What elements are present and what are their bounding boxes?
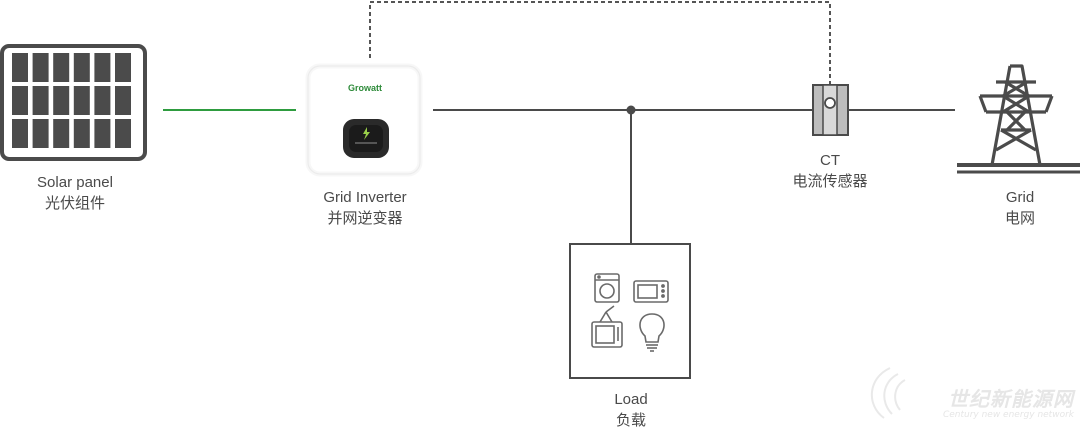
ct-label-en: CT	[820, 152, 840, 169]
watermark: 世纪新能源网 Century new energy network	[943, 383, 1074, 420]
solar-cell	[12, 86, 28, 115]
washing-machine-icon	[594, 273, 620, 303]
solar-cell	[53, 53, 70, 82]
microwave-icon	[633, 280, 669, 303]
watermark-cn: 世纪新能源网	[948, 387, 1074, 411]
solar-cell	[73, 119, 90, 148]
tv-icon	[591, 305, 623, 348]
load-label: Load 负载	[596, 389, 666, 431]
solar-cell	[53, 119, 70, 148]
solar-cell	[73, 53, 90, 82]
solar-cell	[94, 86, 111, 115]
load-label-cn: 负载	[615, 412, 646, 429]
inverter-label: Grid Inverter 并网逆变器	[300, 187, 430, 229]
load-box	[569, 243, 691, 379]
solar-panel-label: Solar panel 光伏组件	[20, 172, 130, 214]
solar-cell	[32, 86, 49, 115]
solar-cell	[115, 53, 131, 82]
ct-sensor-icon	[812, 84, 849, 136]
solar-cell	[94, 119, 111, 148]
solar-panel-icon	[0, 44, 147, 161]
ct-label: CT 电流传感器	[780, 150, 880, 192]
solar-cell	[73, 86, 90, 115]
solar-panel-label-en: Solar panel	[37, 174, 113, 191]
solar-cell	[94, 53, 111, 82]
inverter-brand-logo: Growatt	[348, 83, 382, 93]
solar-cell	[53, 86, 70, 115]
inverter-label-cn: 并网逆变器	[327, 210, 403, 227]
solar-cell	[32, 53, 49, 82]
ct-signal-line	[369, 1, 831, 84]
watermark-en: Century new energy network	[942, 410, 1074, 420]
grid-label-en: Grid	[1005, 189, 1035, 206]
grid-label: Grid 电网	[990, 187, 1050, 229]
solar-cell	[12, 119, 28, 148]
watermark-logo	[870, 367, 906, 419]
light-bulb-icon	[639, 313, 665, 352]
solar-cell	[115, 86, 131, 115]
grid-label-cn: 电网	[1004, 210, 1035, 227]
solar-cell	[12, 53, 28, 82]
solar-cell	[32, 119, 49, 148]
load-label-en: Load	[614, 391, 648, 408]
power-tower-icon	[957, 64, 1080, 174]
solar-cell	[115, 119, 131, 148]
inverter-icon: Growatt	[305, 63, 423, 177]
ct-label-cn: 电流传感器	[792, 173, 868, 190]
inverter-label-en: Grid Inverter	[323, 189, 407, 206]
solar-panel-label-cn: 光伏组件	[44, 195, 105, 212]
junction-node	[626, 105, 636, 115]
